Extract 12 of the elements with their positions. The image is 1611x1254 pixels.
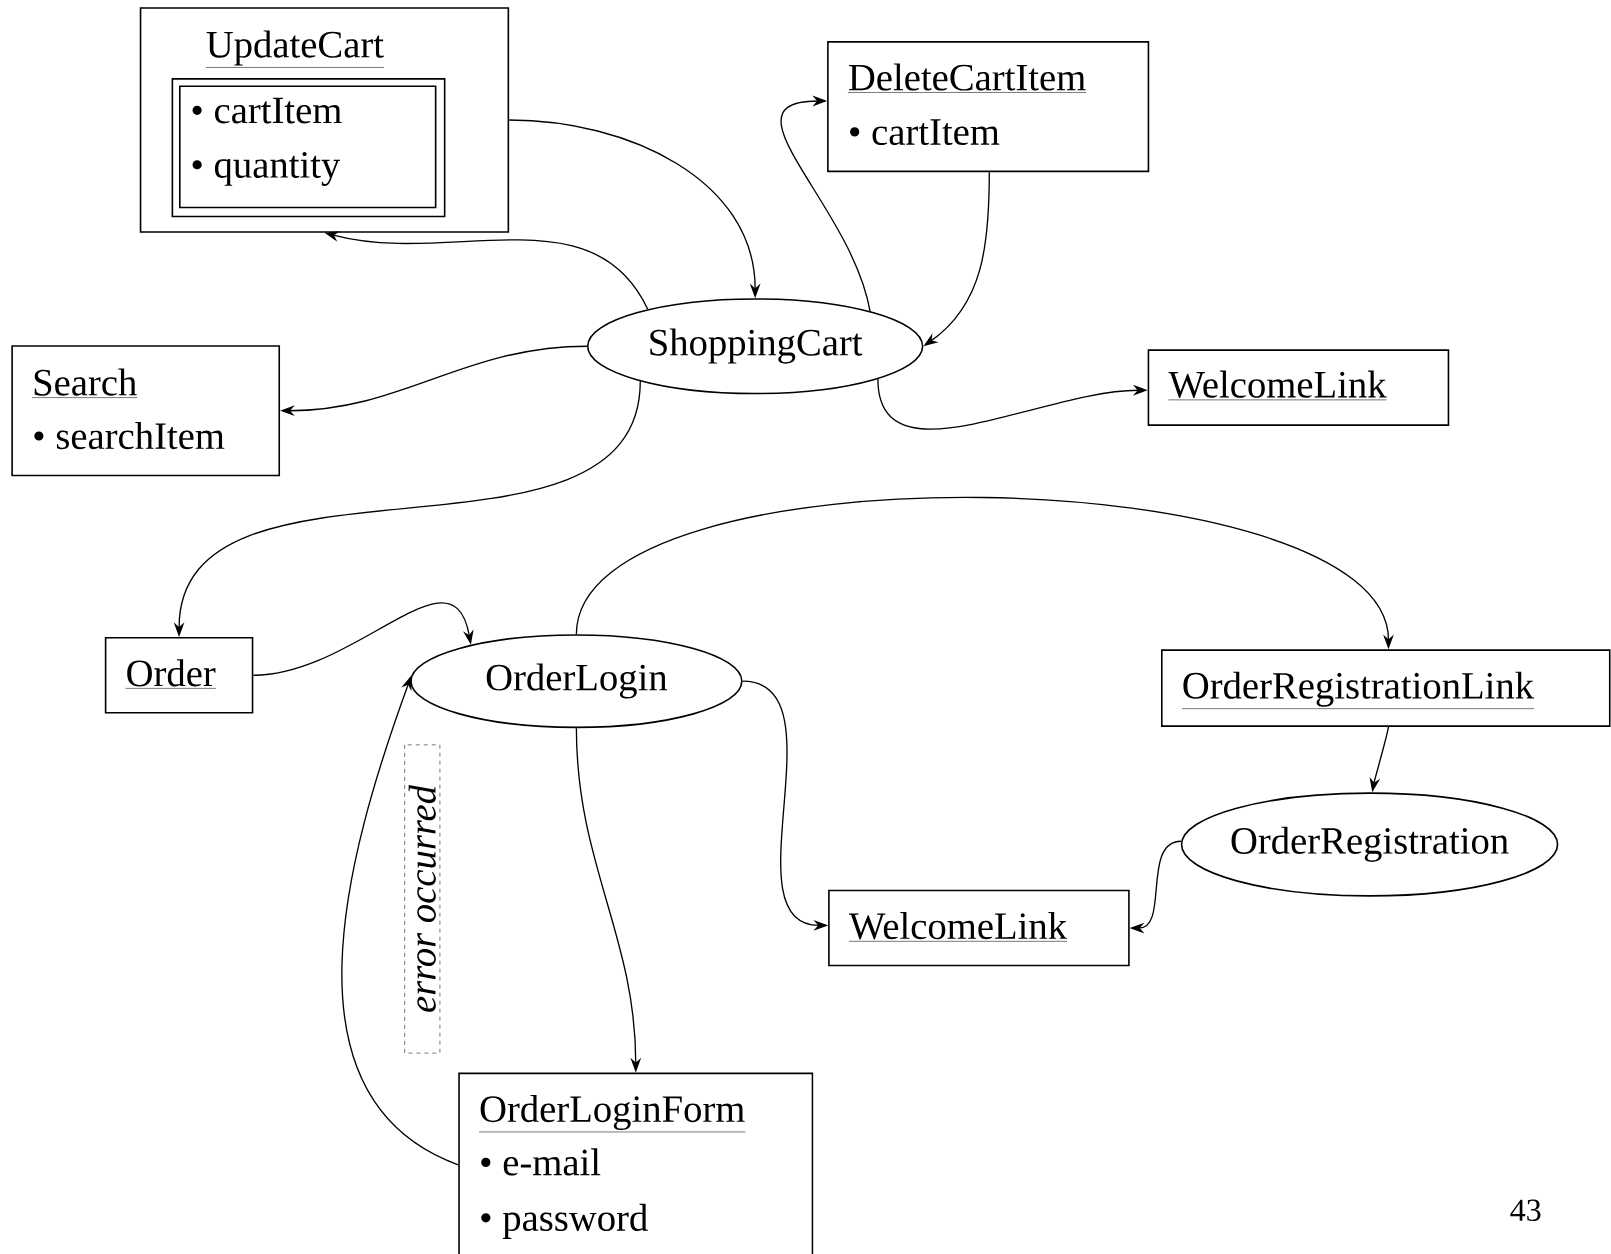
arrow — [780, 95, 871, 312]
class-box: OrderRegistrationLink — [1161, 649, 1611, 727]
class-box: Search • searchItem — [11, 344, 281, 477]
class-box: WelcomeLink — [828, 889, 1130, 967]
page-number: 43 — [1510, 1199, 1541, 1221]
class-box: Order — [104, 636, 254, 714]
class-box: WelcomeLink — [1147, 349, 1450, 426]
class-box: DeleteCartItem • cartItem — [827, 40, 1150, 172]
edge-label: error occurred — [404, 744, 441, 1054]
arrow — [252, 602, 474, 676]
double-box: • cartItem • quantity — [171, 77, 446, 218]
class-box: OrderLoginForm • e-mail • password — [458, 1072, 814, 1254]
